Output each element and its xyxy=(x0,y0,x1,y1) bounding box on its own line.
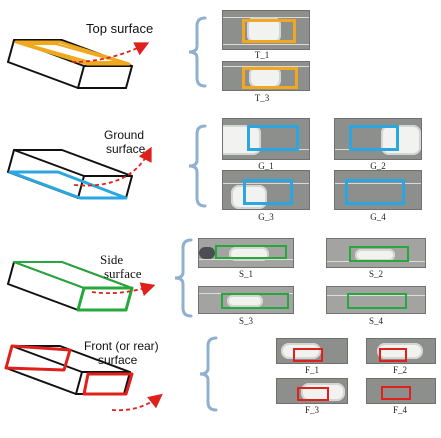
side-box-s-1 xyxy=(215,245,287,259)
photo-s-1 xyxy=(198,238,294,268)
ground-cuboid-edge-b xyxy=(77,175,85,199)
photo-f-3 xyxy=(276,378,348,404)
photo-g-4 xyxy=(334,170,422,210)
caption-g-3: G_3 xyxy=(258,212,274,222)
photo-s-4 xyxy=(326,286,426,314)
caption-g-1: G_1 xyxy=(258,161,274,171)
ground-cuboid-edge-c xyxy=(125,175,133,199)
front-cuboid-edge-d xyxy=(5,367,77,395)
caption-s-2: S_2 xyxy=(368,269,383,279)
caption-g-2: G_2 xyxy=(370,161,386,171)
caption-g-4: G_4 xyxy=(370,212,386,222)
photo-f-1 xyxy=(276,338,348,364)
side-surface-title-line2: surface xyxy=(104,266,142,281)
top-bracket xyxy=(188,16,207,88)
ground-surface-highlight xyxy=(8,170,128,200)
front-box-f-3 xyxy=(297,387,329,401)
side-surface-title-line1: Side xyxy=(100,252,124,267)
photo-g-1 xyxy=(222,118,310,160)
top-cuboid-edge-d xyxy=(7,61,79,89)
photo-s-2 xyxy=(326,238,426,268)
top-cuboid-edge-b xyxy=(77,65,85,89)
front-bracket xyxy=(199,336,218,412)
photo-f-4 xyxy=(366,378,436,404)
caption-t-3: T_3 xyxy=(254,93,270,103)
front-box-f-4 xyxy=(381,386,411,400)
ground-box-g-2 xyxy=(349,125,399,151)
front-cuboid-edge-c xyxy=(123,371,131,395)
caption-f-4: F_4 xyxy=(392,405,407,415)
photo-f-2 xyxy=(366,338,436,364)
front-arrow xyxy=(111,393,163,412)
side-arrow xyxy=(91,282,156,297)
side-box-s-4 xyxy=(347,293,407,309)
caption-s-4: S_4 xyxy=(368,316,383,326)
front-surface-highlight xyxy=(4,344,72,372)
side-box-s-2 xyxy=(349,246,409,262)
top-cuboid-edge-a xyxy=(7,39,15,63)
ground-arrow xyxy=(73,146,152,187)
caption-s-1: S_1 xyxy=(238,269,253,279)
photo-g-3 xyxy=(222,170,310,210)
side-cuboid-edge-a xyxy=(7,261,15,285)
side-top-outline xyxy=(13,261,133,289)
front-box-f-2 xyxy=(379,348,407,362)
ground-box-g-3 xyxy=(243,179,293,205)
top-arrow xyxy=(71,42,150,63)
ground-box-g-1 xyxy=(247,125,299,151)
side-cuboid-edge-d xyxy=(7,283,79,311)
caption-t-1: T_1 xyxy=(254,50,270,60)
photo-t-3 xyxy=(222,61,310,91)
rear-surface-highlight xyxy=(82,372,134,396)
front-box-f-1 xyxy=(293,348,323,362)
ground-box-g-4 xyxy=(345,179,405,205)
side-box-s-3 xyxy=(221,293,289,309)
ground-bracket xyxy=(188,124,207,208)
side-bracket xyxy=(174,238,193,318)
front-surface-title-line1: Front (or rear) xyxy=(84,339,159,353)
top-box-t-3 xyxy=(242,67,298,89)
caption-f-1: F_1 xyxy=(304,365,319,375)
top-box-t-1 xyxy=(242,19,296,43)
top-surface-inner xyxy=(25,43,121,63)
front-cuboid-edge-b xyxy=(75,371,83,395)
front-surface-title-line2: surface xyxy=(98,353,138,367)
caption-s-3: S_3 xyxy=(238,316,253,326)
side-surface-highlight xyxy=(76,286,134,312)
photo-g-2 xyxy=(334,118,422,160)
ground-surface-title-line2: surface xyxy=(106,142,146,156)
ground-cuboid-edge-a xyxy=(7,149,15,173)
ground-surface-title-line1: Ground xyxy=(104,128,145,142)
top-surface-title: Top surface xyxy=(86,21,154,36)
caption-f-2: F_2 xyxy=(392,365,407,375)
photo-s-3 xyxy=(198,286,294,314)
photo-t-1 xyxy=(222,10,310,50)
top-cuboid-edge-c xyxy=(125,65,133,89)
caption-f-3: F_3 xyxy=(304,405,319,415)
top-surface-highlight xyxy=(14,40,131,66)
